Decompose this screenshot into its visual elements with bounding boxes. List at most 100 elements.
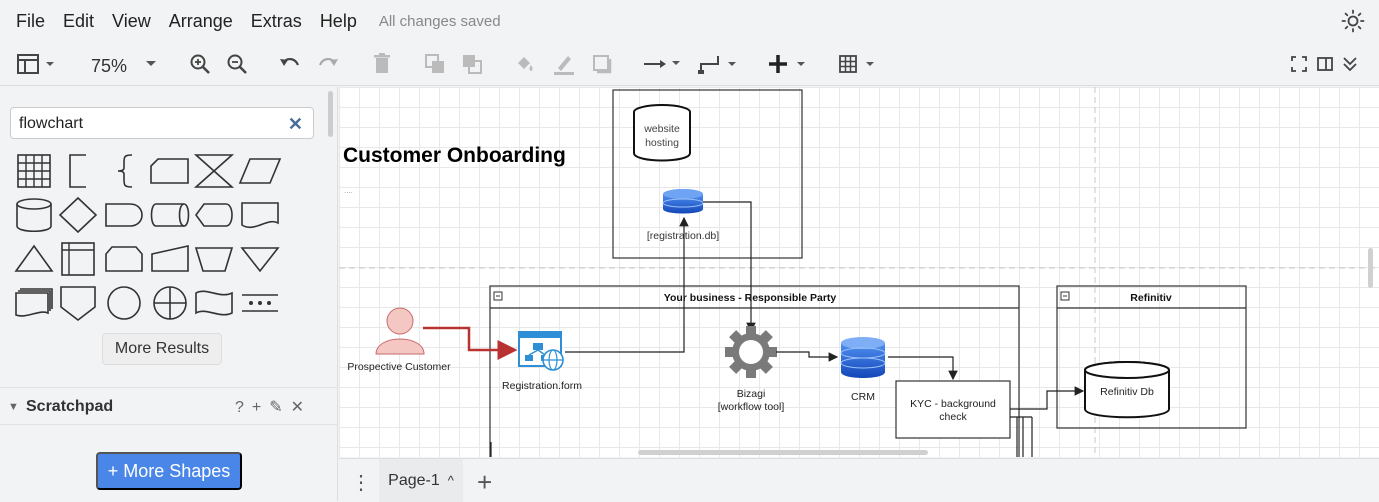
shape-paper-tape[interactable] [192, 283, 236, 323]
fill-color-icon[interactable] [513, 50, 537, 78]
business-pool-label: Your business - Responsible Party [664, 292, 837, 304]
shape-collate[interactable] [192, 151, 236, 191]
format-toggle-icon[interactable] [1314, 50, 1336, 78]
insert-icon[interactable] [766, 50, 810, 78]
refinitiv-pool-label: Refinitiv [1130, 292, 1172, 304]
registration-form-icon[interactable] [518, 331, 564, 371]
sidebar-scrollbar[interactable] [328, 91, 333, 137]
shape-extract[interactable] [12, 239, 56, 279]
shape-manual-operation[interactable] [192, 239, 236, 279]
db-to-bizagi-connector[interactable] [703, 201, 756, 333]
bizagi-to-crm-connector[interactable] [776, 351, 839, 362]
clear-search-icon[interactable]: ✕ [287, 114, 303, 134]
shape-loop-limit[interactable] [102, 239, 146, 279]
shape-parallelogram[interactable] [238, 151, 282, 191]
kyc-label-1: KYC - background [910, 398, 996, 410]
menu-arrange[interactable]: Arrange [168, 10, 233, 31]
kyc-process-box[interactable]: KYC - background check [895, 380, 1011, 439]
pages-menu-icon[interactable]: ⋮ [351, 472, 371, 494]
diagram-title[interactable]: Customer Onboarding [343, 144, 566, 167]
scratchpad-header[interactable]: ▼ Scratchpad ?+✎✕ [0, 387, 338, 425]
refinitiv-pool[interactable]: Refinitiv [1056, 285, 1247, 429]
theme-toggle-icon[interactable] [1341, 9, 1365, 33]
scratchpad-edit-icon[interactable]: ✎ [269, 399, 291, 416]
to-back-icon[interactable] [460, 50, 484, 78]
shape-bracket[interactable] [56, 151, 100, 191]
refinitiv-db-label: Refinitiv Db [1100, 386, 1154, 398]
shape-internal-storage[interactable] [12, 151, 56, 191]
scratchpad-title: Scratchpad [26, 398, 114, 415]
zoom-out-icon[interactable] [225, 50, 249, 78]
shape-multi-document[interactable] [12, 283, 56, 323]
registration-db-icon[interactable] [662, 189, 704, 214]
shapes-sidebar: ✕ [0, 87, 338, 501]
shadow-icon[interactable] [590, 50, 614, 78]
redo-icon[interactable] [316, 50, 340, 78]
shape-display[interactable] [192, 195, 236, 235]
canvas-vertical-scrollbar[interactable] [1368, 248, 1373, 288]
page-tab-caret-icon[interactable]: ^ [447, 473, 454, 488]
scratchpad-add-icon[interactable]: + [251, 399, 270, 416]
zoom-dropdown-icon[interactable] [142, 50, 160, 78]
menu-help[interactable]: Help [319, 10, 357, 31]
fullscreen-icon[interactable] [1288, 50, 1310, 78]
connection-style-icon[interactable] [642, 50, 684, 78]
shape-on-page-reference[interactable] [102, 283, 146, 323]
menu-extras[interactable]: Extras [250, 10, 302, 31]
diagram-canvas[interactable]: Customer Onboarding .... website hosting… [339, 87, 1379, 457]
scratchpad-help-icon[interactable]: ? [234, 399, 252, 416]
prospective-customer-label: Prospective Customer [347, 361, 451, 373]
more-shapes-button[interactable]: + More Shapes [96, 452, 242, 490]
website-hosting-db[interactable]: website hosting [633, 104, 691, 162]
refinitiv-db[interactable]: Refinitiv Db [1084, 361, 1170, 419]
shape-or[interactable] [148, 283, 192, 323]
delete-icon[interactable] [370, 50, 394, 78]
zoom-level[interactable]: 75% [91, 56, 128, 76]
crm-to-kyc-connector[interactable] [888, 356, 958, 381]
page-tab-label: Page-1 [388, 471, 440, 489]
prospective-customer-icon[interactable] [375, 307, 425, 355]
shape-decision[interactable] [56, 195, 100, 235]
canvas-horizontal-scrollbar[interactable] [638, 450, 928, 455]
shape-internal-frame[interactable] [56, 239, 100, 279]
save-status: All changes saved [378, 12, 501, 30]
shape-off-page-reference[interactable] [56, 283, 100, 323]
crm-label: CRM [851, 391, 875, 403]
shape-curly-brace[interactable] [102, 151, 146, 191]
shape-predefined-process[interactable] [238, 283, 282, 323]
business-pool[interactable]: Your business - Responsible Party [489, 285, 1020, 457]
collapse-caret-icon[interactable]: ▼ [8, 401, 19, 413]
format-panel-icon[interactable] [14, 50, 58, 78]
more-results-button[interactable]: More Results [102, 333, 222, 365]
line-color-icon[interactable] [552, 50, 576, 78]
undo-icon[interactable] [278, 50, 302, 78]
shape-card[interactable] [148, 151, 192, 191]
waypoints-icon[interactable] [698, 50, 740, 78]
search-input[interactable] [19, 114, 279, 134]
shape-direct-data[interactable] [148, 195, 192, 235]
website-hosting-label-1: website [643, 123, 680, 135]
kyc-to-refinitiv-connector[interactable] [1010, 386, 1085, 410]
collapse-icon[interactable] [1339, 50, 1361, 78]
table-icon[interactable] [838, 50, 880, 78]
hosting-container[interactable] [612, 89, 803, 259]
to-front-icon[interactable] [423, 50, 447, 78]
zoom-in-icon[interactable] [188, 50, 212, 78]
menu-edit[interactable]: Edit [63, 10, 95, 31]
customer-to-form-connector[interactable] [423, 326, 518, 360]
bizagi-label-2: [workflow tool] [718, 401, 785, 413]
shape-document[interactable] [238, 195, 282, 235]
menu-view[interactable]: View [112, 10, 151, 31]
shape-merge[interactable] [238, 239, 282, 279]
add-page-icon[interactable]: + [477, 467, 493, 497]
page-tab[interactable]: Page-1 ^ [379, 459, 463, 502]
shape-database[interactable] [12, 195, 56, 235]
shape-manual-input[interactable] [148, 239, 192, 279]
crm-db-icon[interactable] [840, 337, 886, 378]
form-to-db-connector[interactable] [565, 216, 689, 353]
scratchpad-close-icon[interactable]: ✕ [290, 399, 312, 416]
bizagi-gear-icon[interactable] [725, 326, 777, 378]
shape-search: ✕ [10, 107, 314, 139]
shape-delay[interactable] [102, 195, 146, 235]
menu-file[interactable]: File [16, 10, 46, 31]
